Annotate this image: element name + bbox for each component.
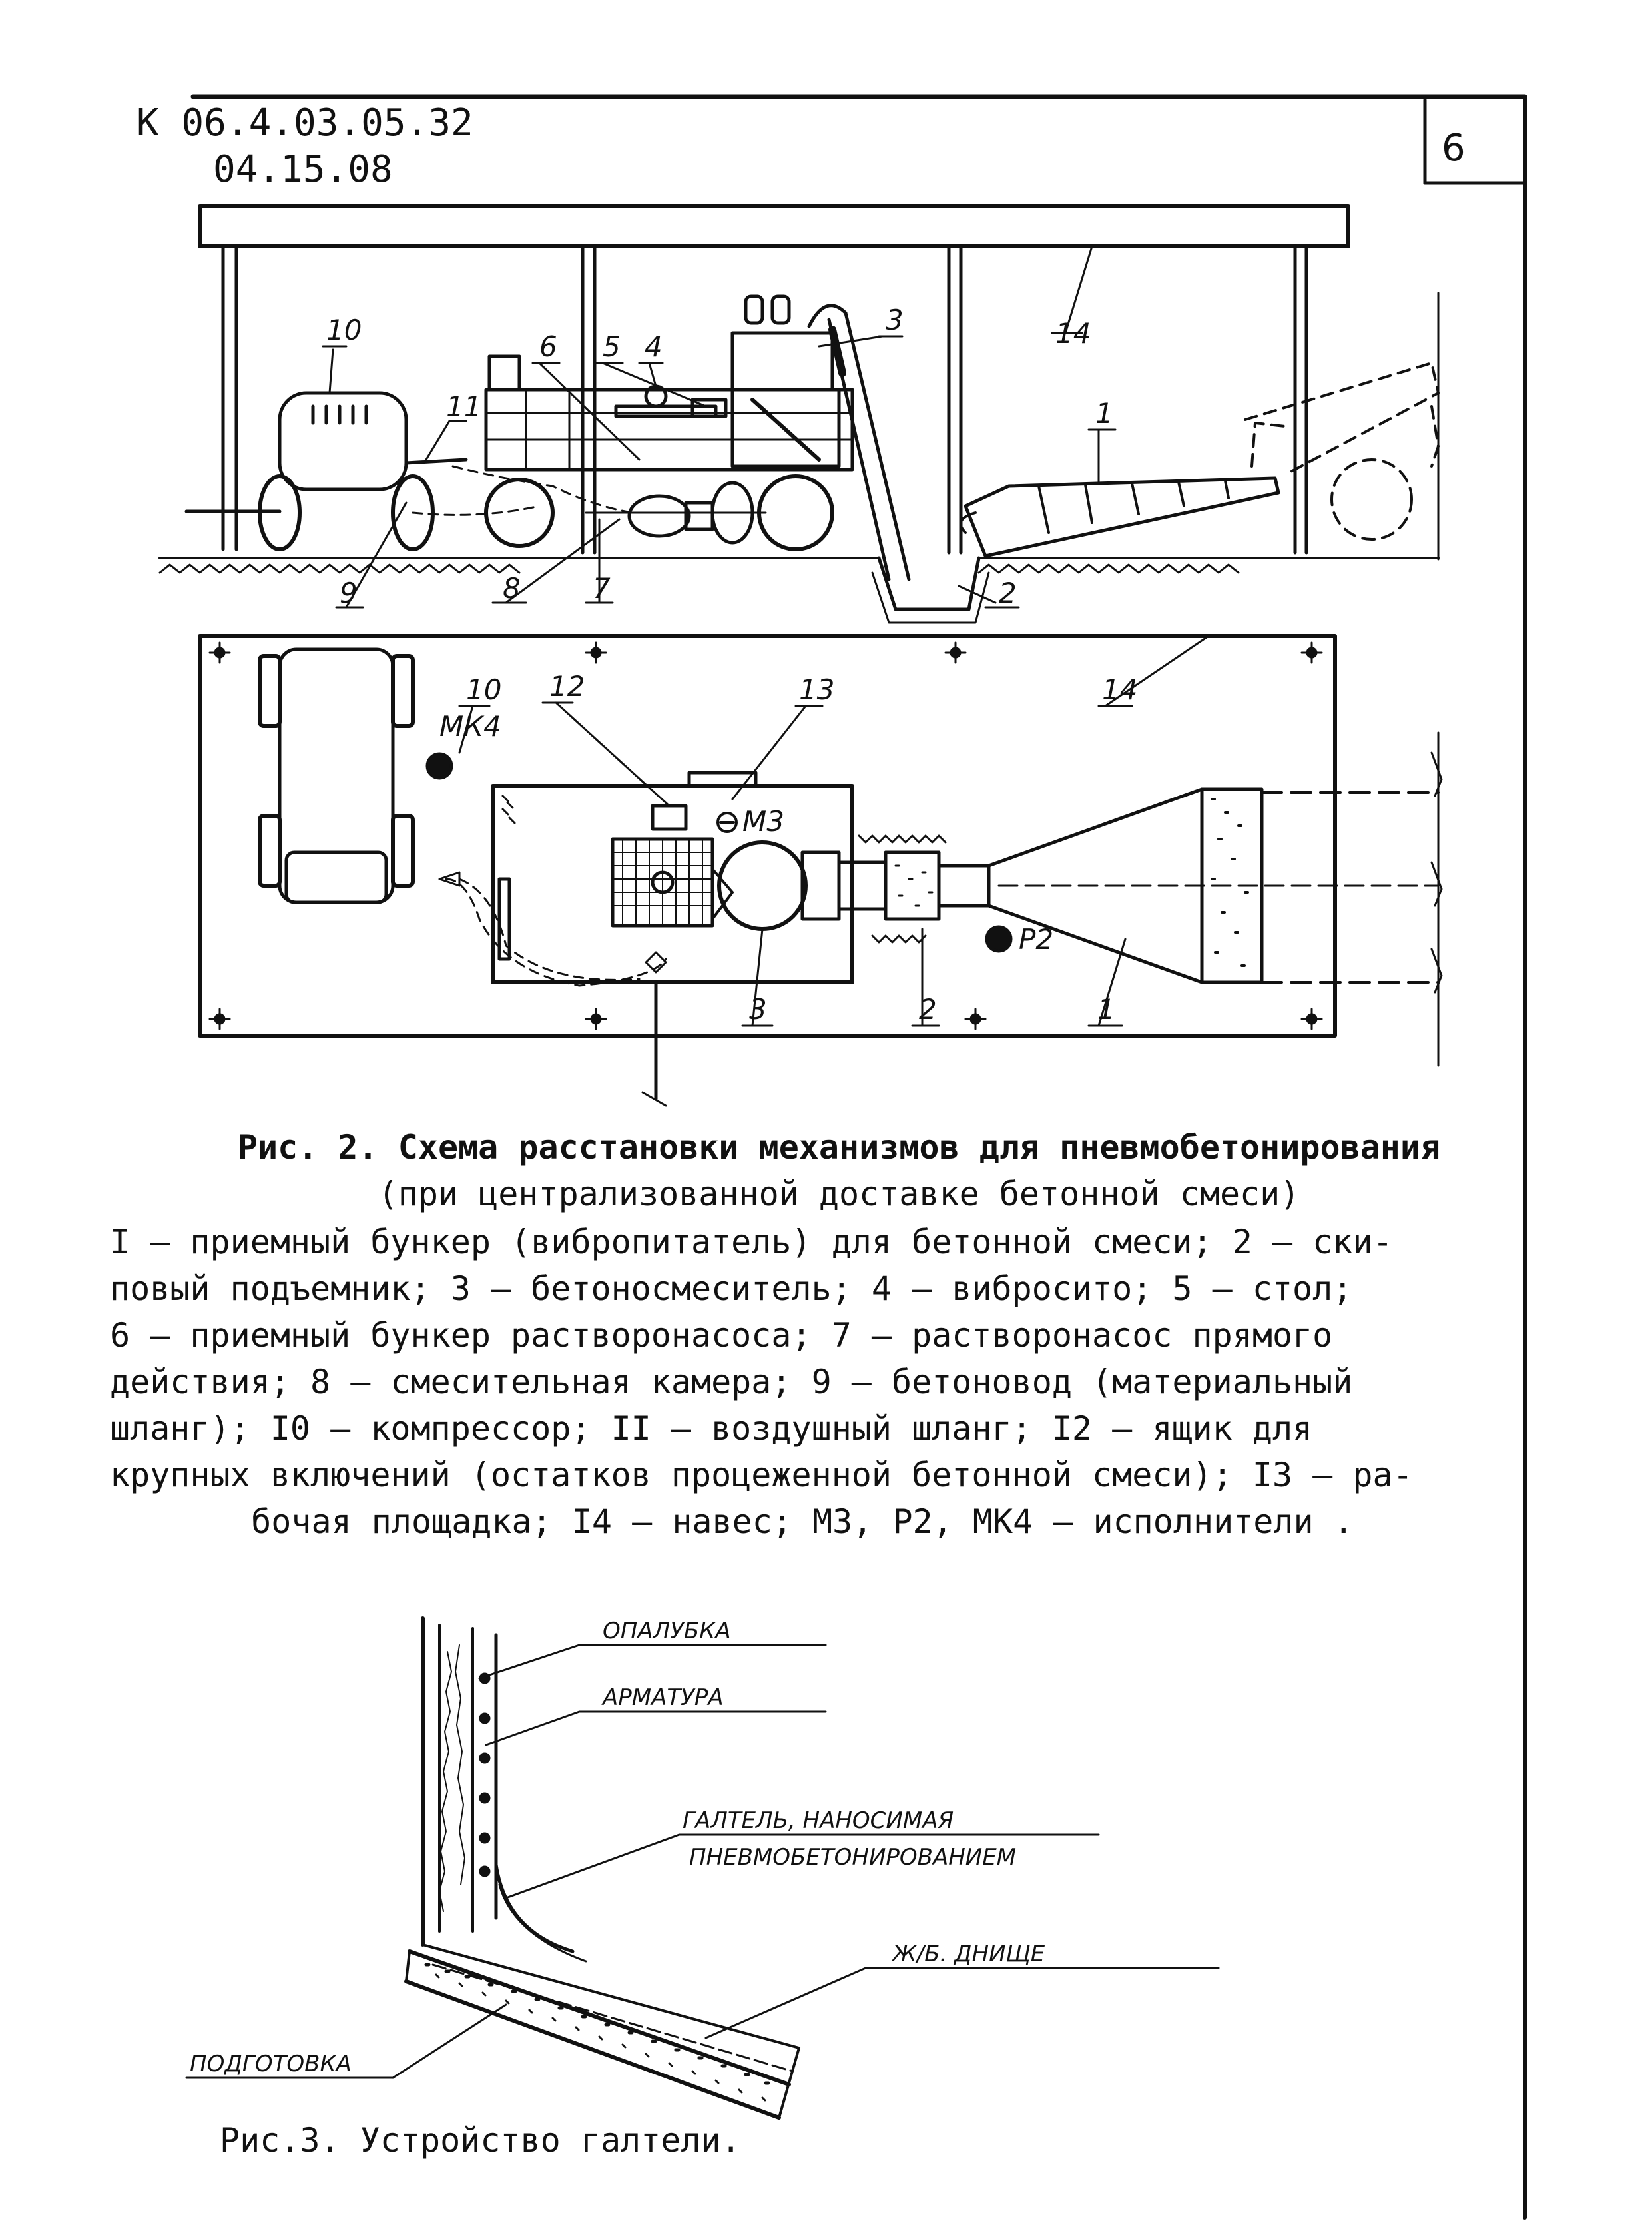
document-code: К 06.4.03.05.32 04.15.08 <box>137 100 473 193</box>
document-code-line2: 04.15.08 <box>213 148 393 191</box>
legend-line: шланг); I0 – компрессор; II – воздушный … <box>110 1409 1313 1448</box>
mortar-pump-elevation <box>484 354 854 551</box>
callout-10-plan: 10 <box>466 673 501 706</box>
callout-3-elevation: 3 <box>886 304 904 336</box>
fig2-elevation <box>158 204 1440 624</box>
legend-line: бочая площадка; I4 – навес; М3, Р2, МК4 … <box>251 1502 1354 1541</box>
figure2-title: Рис. 2. Схема расстановки механизмов для… <box>237 1128 1441 1167</box>
work-platform-plan <box>491 784 854 984</box>
callout-2-plan: 2 <box>919 993 937 1026</box>
callout-10-elevation: 10 <box>326 314 362 346</box>
plan-callouts: 10 МК4 12 13 М3 Р2 14 3 2 1 <box>439 670 1137 1026</box>
legend-line: повый подъемник; 3 – бетоносмеситель; 4 … <box>110 1269 1353 1308</box>
callout-9-elevation: 9 <box>340 577 358 609</box>
callout-6-elevation: 6 <box>539 330 557 363</box>
callout-14-plan: 14 <box>1102 673 1137 706</box>
label-formwork: ОПАЛУБКА <box>603 1618 731 1644</box>
compressor-elevation <box>184 391 468 551</box>
label-base-preparation: ПОДГОТОВКА <box>190 2051 352 2077</box>
label-fillet-line1: ГАЛТЕЛЬ, НАНОСИМАЯ <box>683 1807 954 1834</box>
concrete-mixer-elevation <box>730 294 841 468</box>
canopy-roof <box>198 204 1350 248</box>
receiving-bunker-elevation <box>959 476 1280 558</box>
legend-line: 6 – приемный бункер растворонасоса; 7 – … <box>110 1316 1333 1355</box>
callout-8-elevation: 8 <box>503 572 521 605</box>
label-m3: М3 <box>742 805 784 838</box>
fig3-labels: ОПАЛУБКА АРМАТУРА ГАЛТЕЛЬ, НАНОСИМАЯ ПНЕ… <box>190 1618 1045 2077</box>
callout-12-plan: 12 <box>549 670 585 703</box>
callout-1-elevation: 1 <box>1095 397 1113 430</box>
worker-p2-marker <box>985 925 1013 953</box>
fig2-plan <box>198 634 1443 1107</box>
label-fillet-line2: ПНЕВМОБЕТОНИРОВАНИЕМ <box>689 1844 1016 1871</box>
callout-1-plan: 1 <box>1097 993 1115 1026</box>
label-p2: Р2 <box>1019 923 1053 956</box>
callout-7-elevation: 7 <box>593 572 611 605</box>
figure3-caption: Рис.3. Устройство галтели. <box>220 2121 741 2160</box>
callout-14-elevation: 14 <box>1055 317 1091 350</box>
figure2-subtitle: (при централизованной доставке бетонной … <box>378 1175 1300 1213</box>
figure2-legend: I – приемный бункер (вибропитатель) для … <box>110 1219 1495 1545</box>
callout-2-elevation: 2 <box>999 577 1017 609</box>
label-reinforcement: АРМАТУРА <box>601 1684 724 1711</box>
elevation-leaders <box>322 245 1117 609</box>
platform-outline <box>198 634 1337 1038</box>
legend-line: крупных включений (остатков процеженной … <box>110 1456 1413 1494</box>
legend-line: действия; 8 – смесительная камера; 9 – б… <box>110 1363 1353 1401</box>
label-mk4: МК4 <box>439 710 501 743</box>
skip-hoist-elevation <box>807 304 911 581</box>
worker-mk4-marker <box>425 752 453 780</box>
callout-3-plan: 3 <box>749 993 767 1026</box>
worker-m3-marker <box>716 812 738 833</box>
callout-4-elevation: 4 <box>645 330 663 363</box>
compressor-plan <box>258 647 415 904</box>
page-number: 6 <box>1442 127 1466 170</box>
callout-11-elevation: 11 <box>446 390 481 423</box>
elevation-callouts: 10 11 9 8 7 6 5 4 3 2 1 14 <box>326 304 1113 609</box>
document-code-line1: К 06.4.03.05.32 <box>137 101 473 145</box>
callout-5-elevation: 5 <box>603 330 621 363</box>
callout-13-plan: 13 <box>799 673 834 706</box>
plan-leaders <box>458 635 1210 1027</box>
delivery-truck-elevation <box>1244 362 1440 541</box>
legend-line: I – приемный бункер (вибропитатель) для … <box>110 1223 1393 1261</box>
fig3-fillet-detail <box>185 1616 1220 2120</box>
title-block-frame <box>190 94 1527 2220</box>
label-bottom-slab: Ж/Б. ДНИЩЕ <box>891 1941 1045 1967</box>
